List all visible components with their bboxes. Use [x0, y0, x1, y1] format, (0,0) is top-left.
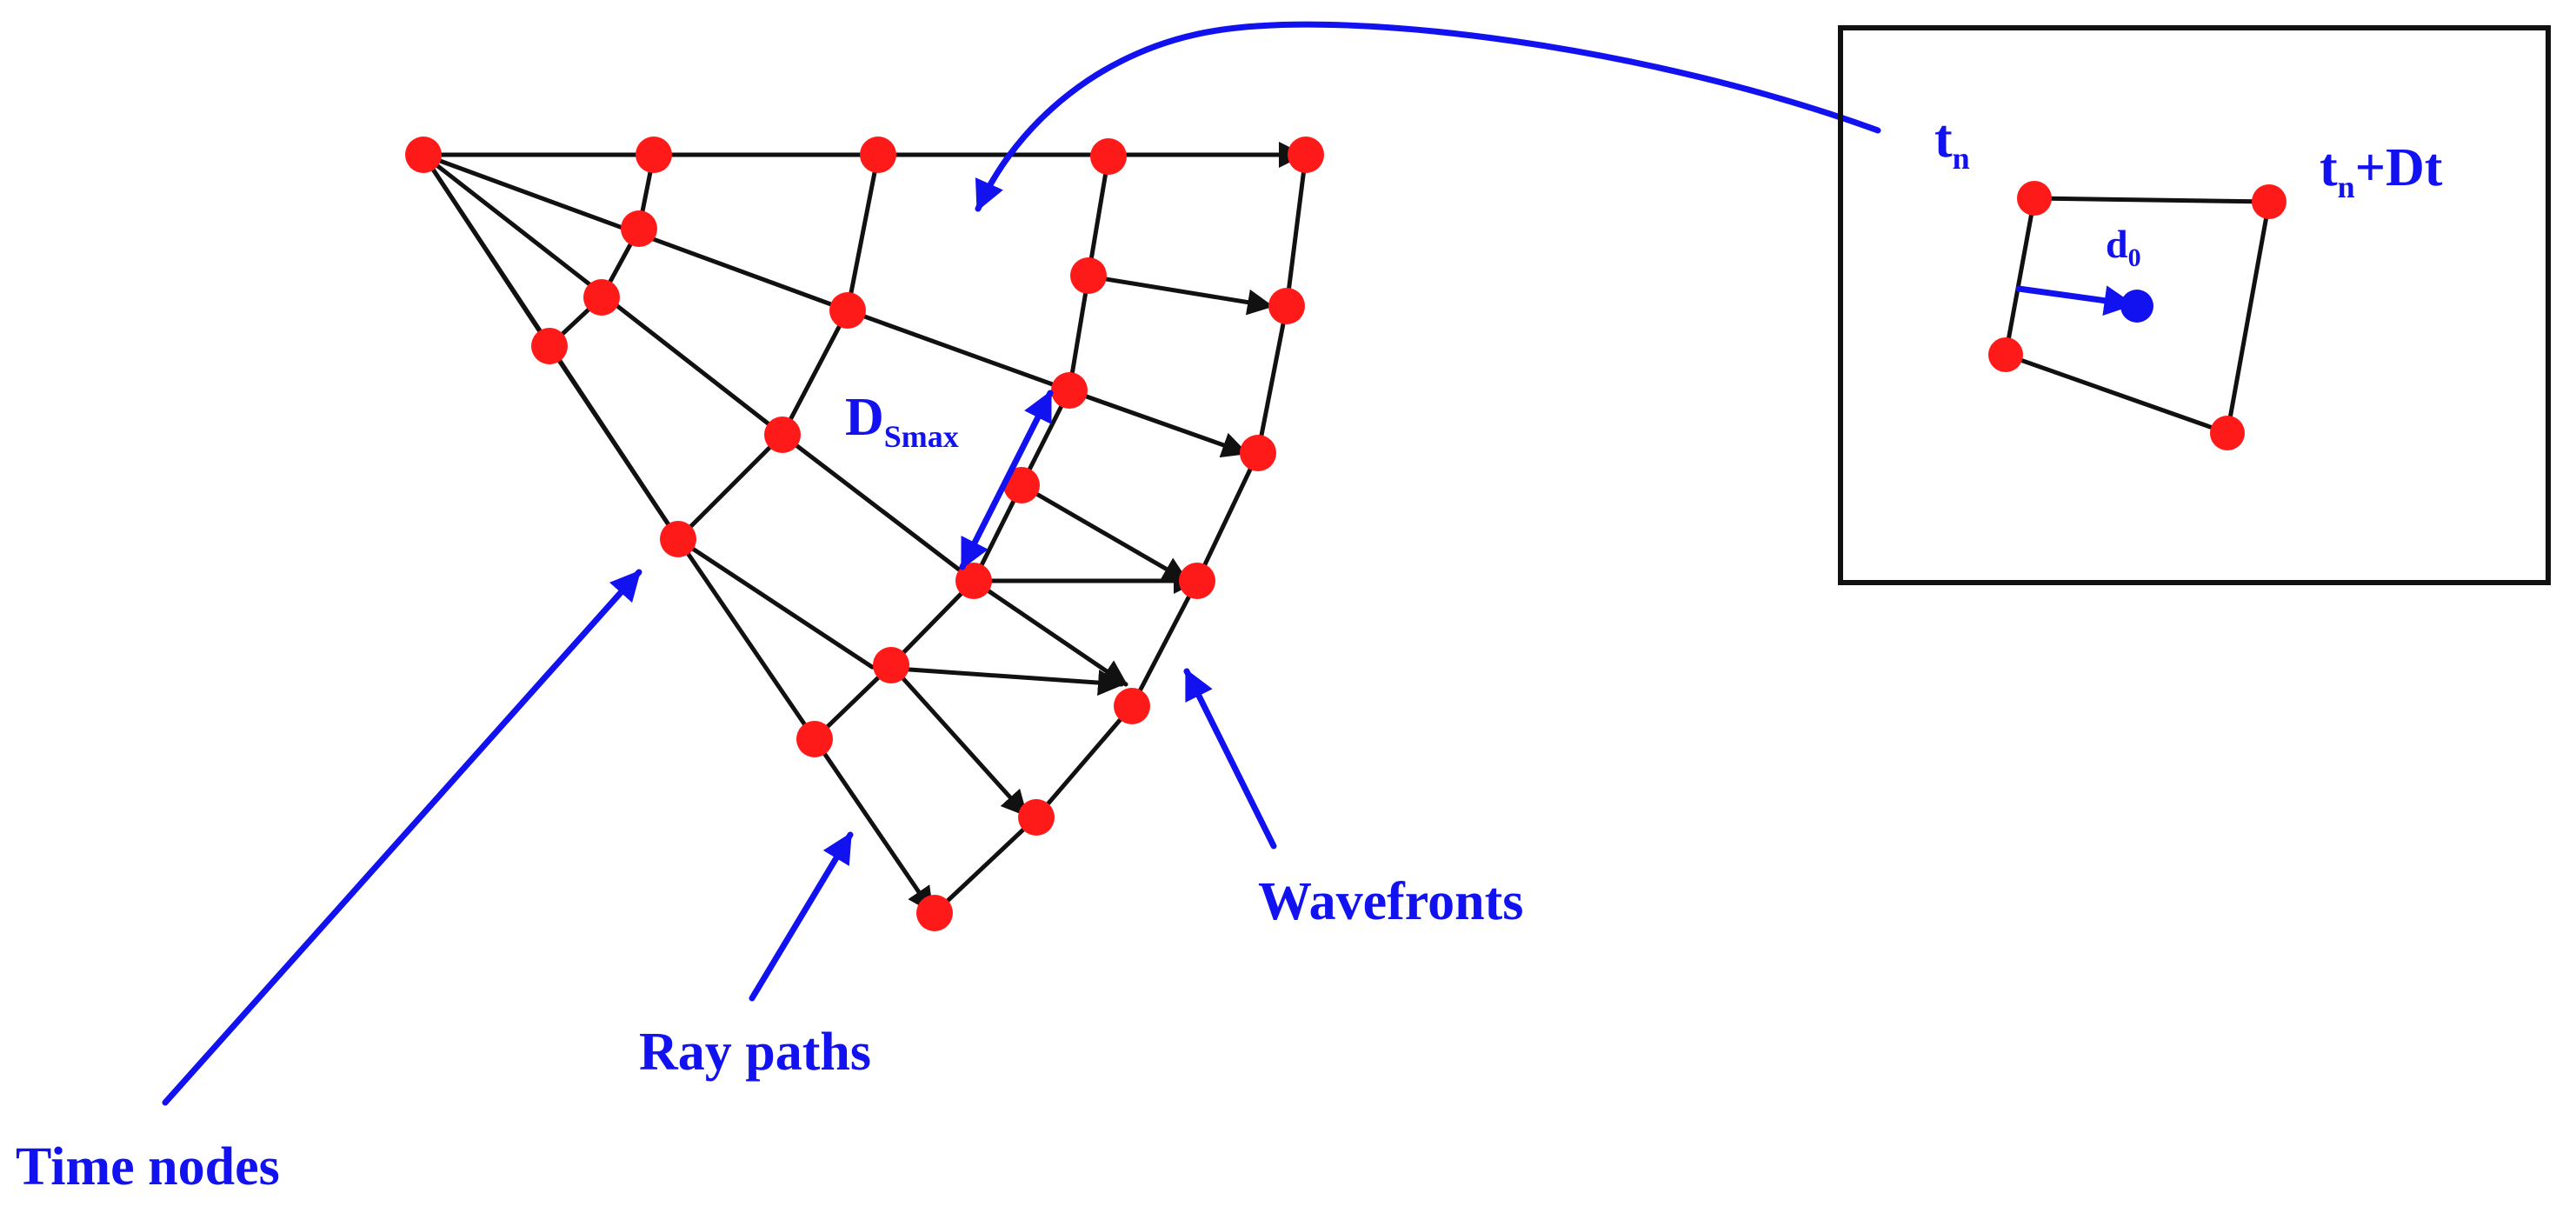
d0-arrow: [2015, 285, 2135, 317]
wavefront-1: [547, 152, 656, 349]
tn-dt-suffix: +Dt: [2355, 138, 2443, 197]
time-node: [405, 137, 442, 173]
ds-max-label: DSmax: [845, 388, 959, 454]
time-node: [636, 137, 672, 173]
time-node: [1070, 257, 1107, 294]
time-node: [583, 279, 620, 316]
ds-max-sub: Smax: [884, 419, 959, 454]
time-nodes-arrow: [162, 569, 642, 1106]
ray-paths: [421, 142, 1305, 914]
tn-dt-main: t: [2320, 138, 2338, 197]
time-node: [1090, 138, 1127, 175]
d0-label: d0: [2106, 222, 2141, 272]
inset-node: [2017, 181, 2052, 216]
ray-paths-label: Ray paths: [639, 1023, 871, 1082]
tn-dt-sub: n: [2338, 170, 2355, 204]
time-node: [1018, 799, 1055, 836]
time-node: [955, 563, 992, 599]
d0-main: d: [2106, 222, 2128, 266]
wavefront-2: [676, 152, 881, 542]
tn-label: tn: [1934, 110, 1970, 176]
ray-path-8: [971, 578, 1128, 687]
ray-paths-arrow: [749, 831, 854, 1002]
tn-main: t: [1934, 110, 1953, 169]
time-node: [1114, 688, 1150, 724]
inset-node: [1988, 337, 2023, 372]
inset-node: [2210, 416, 2245, 450]
time-node: [796, 721, 833, 757]
time-node: [1288, 137, 1324, 173]
time-node: [860, 137, 896, 173]
time-node: [829, 292, 866, 329]
inset-frame: [1838, 25, 2551, 585]
time-node: [660, 521, 696, 557]
time-node: [621, 210, 657, 247]
inset-panel: tn tn+Dt d0: [1838, 25, 2551, 585]
inset-link-arrow: [975, 21, 1881, 212]
ray-path-6: [1082, 273, 1274, 316]
inset-node: [2252, 184, 2286, 219]
time-node: [916, 895, 953, 931]
time-nodes-label: Time nodes: [16, 1137, 280, 1196]
wavefronts-arrow: [1183, 668, 1277, 850]
time-node: [1240, 435, 1276, 471]
ray-path-7: [1019, 483, 1189, 583]
time-node: [1179, 563, 1215, 599]
ds-max-arrow: [959, 390, 1054, 570]
wavefronts-label: Wavefronts: [1258, 872, 1523, 931]
time-node: [873, 647, 909, 683]
tn-sub: n: [1953, 141, 1970, 176]
time-node: [764, 417, 801, 453]
time-node: [531, 328, 568, 364]
d0-point: [2120, 290, 2153, 323]
time-nodes: [405, 137, 1324, 931]
time-node: [1268, 288, 1305, 324]
tn-dt-label: tn+Dt: [2320, 138, 2443, 204]
ray-path-3: [421, 152, 1200, 594]
d0-sub: 0: [2128, 243, 2141, 272]
ray-path-9: [889, 663, 1028, 817]
time-node: [1051, 372, 1088, 409]
ds-max-main: D: [845, 388, 884, 447]
